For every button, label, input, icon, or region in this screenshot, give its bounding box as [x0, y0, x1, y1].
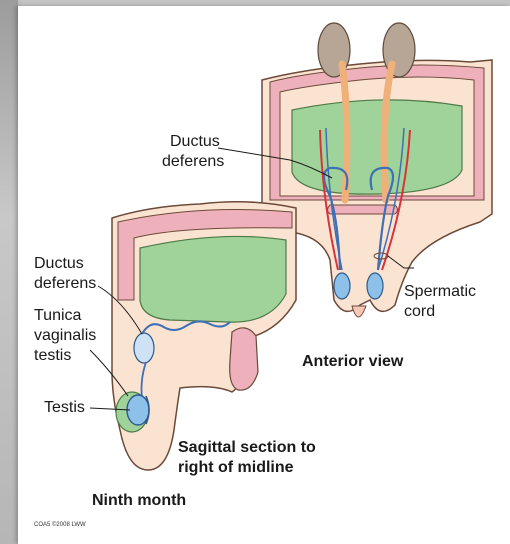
label-ductus-left-1: Ductus [34, 255, 84, 272]
label-anterior-view: Anterior view [302, 353, 404, 370]
label-credit: COA5 ©2008 LWW [34, 521, 86, 528]
anterior-right-testis [367, 273, 383, 299]
sagittal-peritoneal-cavity [140, 236, 286, 322]
anterior-lower-strip [328, 205, 398, 214]
sagittal-vaginal-remnant [134, 333, 154, 363]
label-ductus-top-1: Ductus [170, 133, 220, 150]
label-tunica-3: testis [34, 347, 71, 364]
label-ductus-top-2: deferens [162, 153, 224, 170]
sagittal-testis [127, 395, 149, 425]
label-tunica-2: vaginalis [34, 327, 96, 344]
label-ninth-month: Ninth month [92, 492, 186, 509]
label-spermatic-2: cord [404, 303, 435, 320]
label-ductus-left-2: deferens [34, 275, 96, 292]
label-spermatic-1: Spermatic [404, 283, 476, 300]
anterior-peritoneal-cavity [292, 100, 462, 194]
label-testis: Testis [44, 399, 85, 416]
sagittal-section-figure [112, 202, 296, 470]
label-tunica-1: Tunica [34, 307, 82, 324]
anterior-penis [352, 306, 366, 317]
sagittal-penis [230, 328, 258, 390]
anterior-left-testis [334, 273, 350, 299]
label-sagittal-2: right of midline [178, 459, 294, 476]
label-sagittal-1: Sagittal section to [178, 439, 316, 456]
